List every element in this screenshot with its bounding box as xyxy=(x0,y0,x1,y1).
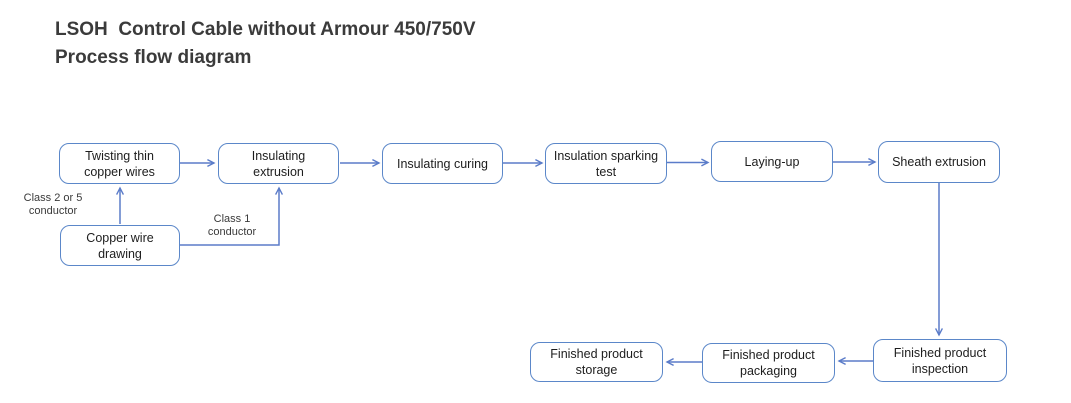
node-insulating-extrusion: Insulating extrusion xyxy=(218,143,339,184)
node-label: Twisting thin copper wires xyxy=(84,148,155,179)
node-label: Insulating curing xyxy=(396,156,489,171)
edge-label-class-2-or-5-conductor: Class 2 or 5 conductor xyxy=(23,192,83,217)
node-label: Finished product storage xyxy=(550,347,643,377)
node-twisting-thin-copper-wires: Twisting thin copper wires xyxy=(59,143,180,184)
node-label: Sheath extrusion xyxy=(892,155,986,169)
node-sheath-extrusion: Sheath extrusion xyxy=(878,141,1000,183)
node-finished-product-inspection: Finished product inspection xyxy=(873,339,1007,382)
node-label: Insulation sparking test xyxy=(553,148,659,179)
edge-label-class-1-conductor: Class 1 conductor xyxy=(207,213,257,238)
node-finished-product-storage: Finished product storage xyxy=(530,342,663,382)
node-insulating-curing: Insulating curing xyxy=(382,143,503,184)
page-title: LSOH Control Cable without Armour 450/75… xyxy=(55,16,476,72)
node-label: Copper wire drawing xyxy=(86,230,154,261)
node-laying-up: Laying-up xyxy=(711,141,833,182)
node-label: Laying-up xyxy=(744,154,800,169)
title-line-2: Process flow diagram xyxy=(55,47,252,68)
node-insulation-sparking-test: Insulation sparking test xyxy=(545,143,667,184)
node-copper-wire-drawing: Copper wire drawing xyxy=(60,225,180,266)
node-label: Finished product packaging xyxy=(722,348,815,378)
node-label: Finished product inspection xyxy=(893,345,987,376)
arrow-copper-drawing-to-insulating-extrusion xyxy=(180,188,279,246)
node-finished-product-packaging: Finished product packaging xyxy=(702,343,835,383)
title-line-1: LSOH Control Cable without Armour 450/75… xyxy=(55,19,476,40)
node-label: Insulating extrusion xyxy=(251,148,306,179)
